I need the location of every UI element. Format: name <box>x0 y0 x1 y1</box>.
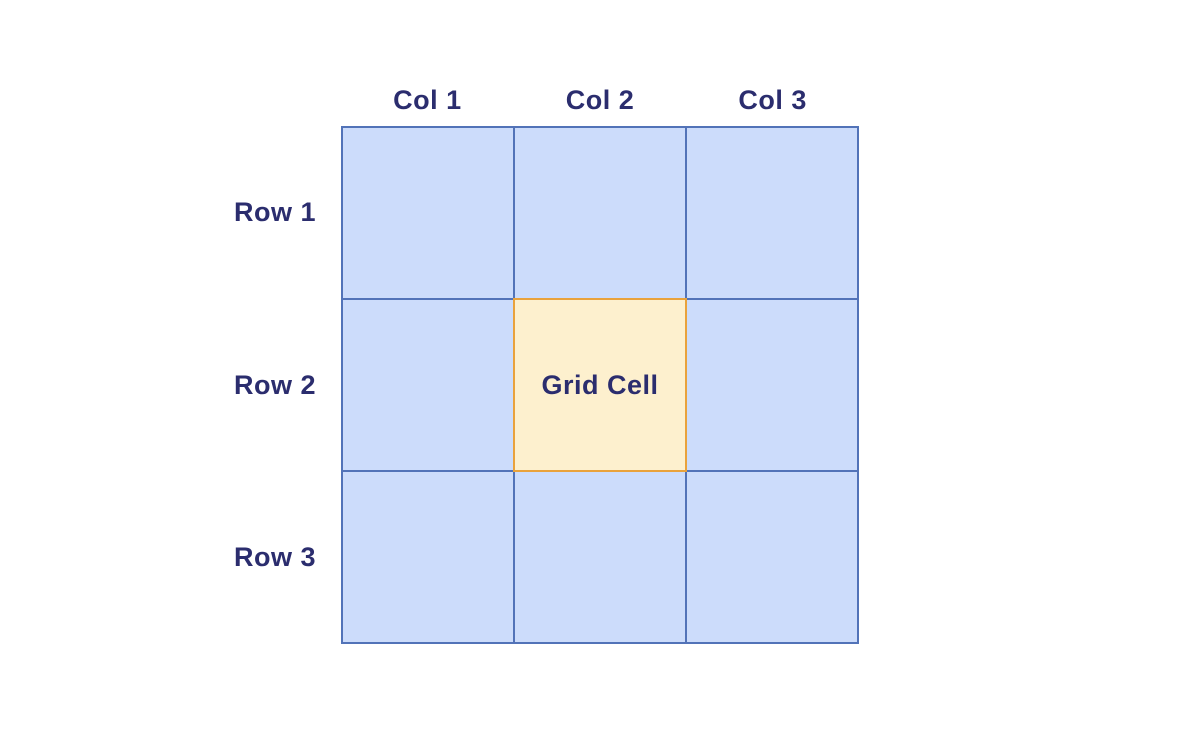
grid-cell-r1c3 <box>687 128 857 298</box>
column-header-2: Col 2 <box>565 84 635 115</box>
grid-cell-r3c1 <box>343 472 513 642</box>
grid-cell-r2c3 <box>687 300 857 470</box>
grid-cell-r1c2 <box>515 128 685 298</box>
row-label-1: Row 1 <box>233 196 316 227</box>
grid-body: Grid Cell <box>341 126 859 644</box>
grid-cell-r1c1 <box>343 128 513 298</box>
grid-cell-r3c2 <box>515 472 685 642</box>
grid-cell-r2c2-highlighted: Grid Cell <box>515 300 685 470</box>
row-label-3: Row 3 <box>233 542 316 573</box>
grid-cell-r3c3 <box>687 472 857 642</box>
row-labels: Row 1 Row 2 Row 3 <box>0 126 316 644</box>
row-label-2: Row 2 <box>233 369 316 400</box>
column-header-1: Col 1 <box>393 84 462 115</box>
column-header-3: Col 3 <box>738 84 807 115</box>
column-headers: Col 1 Col 2 Col 3 <box>341 80 859 120</box>
grid-cell-r2c1 <box>343 300 513 470</box>
